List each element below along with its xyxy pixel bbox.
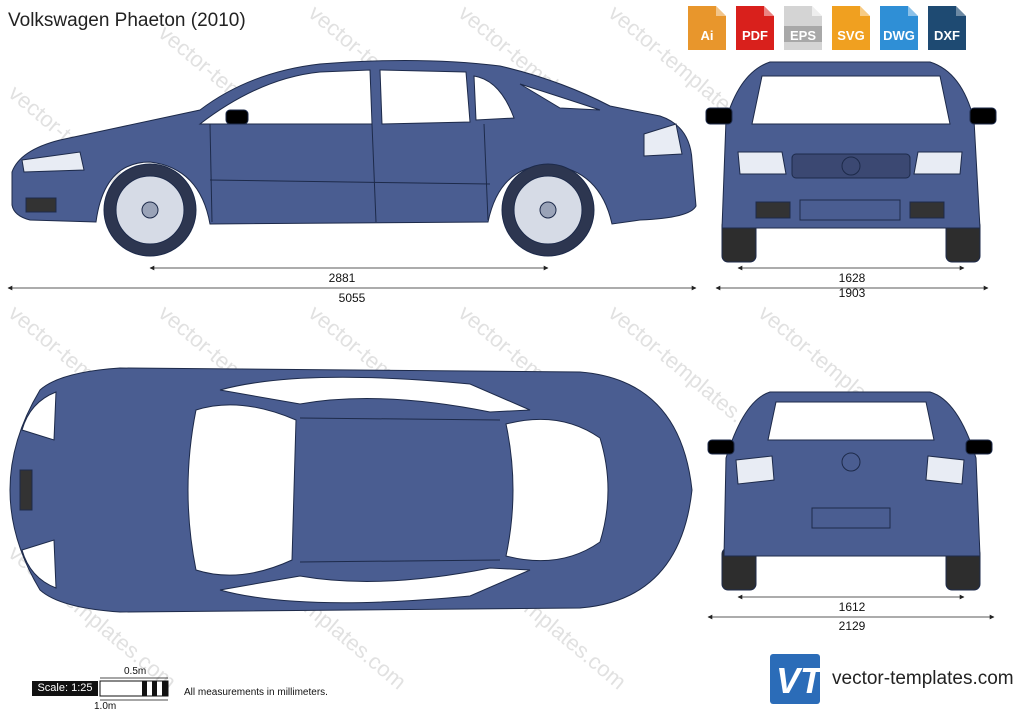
format-label: DXF: [934, 28, 960, 43]
brand-logo: VT: [770, 654, 825, 704]
format-label: DWG: [883, 28, 915, 43]
scale-one-meter: 1.0m: [94, 701, 117, 712]
file-dwg-icon[interactable]: DWG: [880, 6, 918, 50]
page-title: Volkswagen Phaeton (2010): [8, 10, 246, 31]
dim-front-track: 1628: [838, 271, 866, 285]
front-view: [705, 61, 997, 263]
dim-wheelbase: 2881: [328, 271, 356, 285]
scale-bar: [99, 677, 169, 701]
file-dxf-icon[interactable]: DXF: [928, 6, 966, 50]
brand-site[interactable]: vector-templates.com: [832, 668, 1014, 689]
format-label: SVG: [837, 28, 865, 43]
file-svg-icon[interactable]: SVG: [832, 6, 870, 50]
dimension-lines: [7, 265, 995, 620]
top-view: [9, 367, 693, 613]
format-label: PDF: [742, 28, 768, 43]
logo-text: VT: [776, 660, 825, 701]
scale-half-meter: 0.5m: [124, 666, 147, 677]
format-downloads: Ai PDF EPS SVG DWG DXF: [688, 6, 966, 50]
side-view: [11, 59, 697, 257]
file-ai-icon[interactable]: Ai: [688, 6, 726, 50]
dim-front-width: 1903: [838, 286, 866, 300]
file-eps-icon[interactable]: EPS: [784, 6, 822, 50]
rear-view: [707, 391, 993, 591]
dim-length: 5055: [338, 291, 366, 305]
scale-label: Scale: 1:25: [32, 681, 98, 696]
format-label: EPS: [789, 28, 816, 43]
file-pdf-icon[interactable]: PDF: [736, 6, 774, 50]
dim-rear-width: 2129: [838, 619, 866, 633]
format-label: Ai: [700, 28, 714, 43]
dim-rear-track: 1612: [838, 600, 866, 614]
measurement-note: All measurements in millimeters.: [184, 687, 328, 698]
